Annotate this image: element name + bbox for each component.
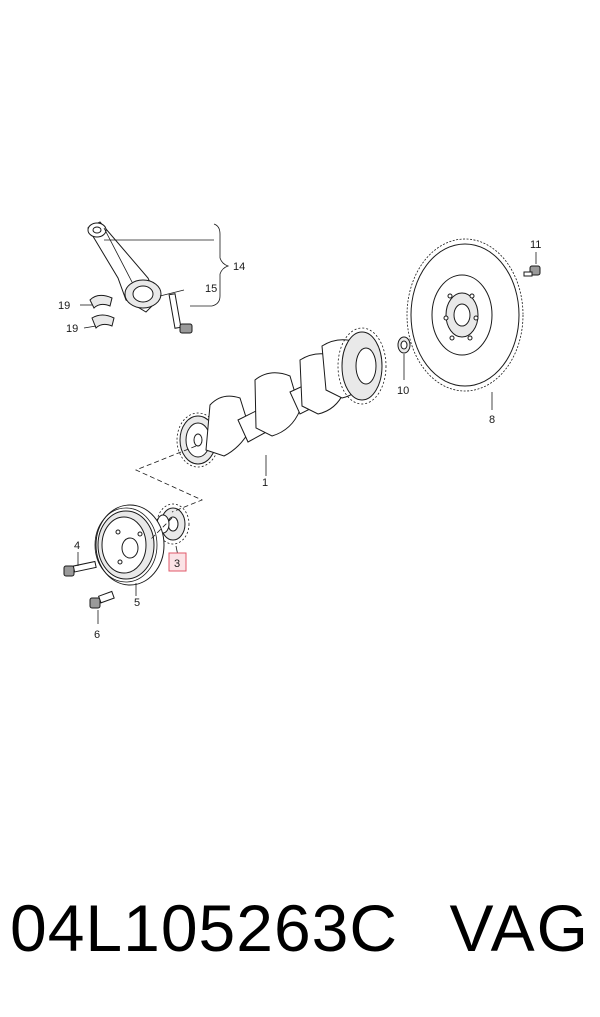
central-bolt [89, 590, 115, 609]
highlight-box [168, 552, 187, 572]
bearing-shell-upper [89, 294, 113, 309]
callout-19-lower: 19 [66, 323, 78, 335]
connecting-rod-bolt [168, 293, 193, 334]
needle-bearing [397, 336, 411, 354]
callout-14: 14 [233, 261, 245, 273]
callout-15: 15 [205, 283, 217, 295]
exploded-parts-diagram: 1 3 4 5 6 8 10 11 14 15 19 19 [58, 221, 541, 641]
vibration-damper [94, 504, 165, 586]
brand-name: VAG [449, 891, 590, 965]
callout-6: 6 [94, 629, 100, 641]
flywheel-bolt [523, 265, 541, 277]
flywheel [406, 238, 524, 392]
bearing-shell-lower [91, 314, 115, 329]
callout-11: 11 [530, 239, 541, 251]
connecting-rod [87, 221, 162, 313]
callout-4: 4 [74, 540, 80, 552]
callout-19-upper: 19 [58, 300, 70, 312]
callout-10: 10 [397, 385, 409, 397]
callout-8: 8 [489, 414, 495, 426]
crankshaft [176, 327, 387, 468]
assembly-line-2 [149, 517, 173, 541]
callout-5: 5 [134, 597, 140, 609]
callout-bracket-14 [104, 223, 230, 307]
callout-3: 3 [174, 558, 180, 570]
callout-1: 1 [262, 477, 268, 489]
crankshaft-sprocket [156, 503, 190, 545]
assembly-line [134, 445, 204, 513]
pulley-bolt [63, 560, 97, 577]
caption-bar: 04L105263C VAG [10, 890, 590, 980]
part-number: 04L105263C [10, 891, 399, 965]
